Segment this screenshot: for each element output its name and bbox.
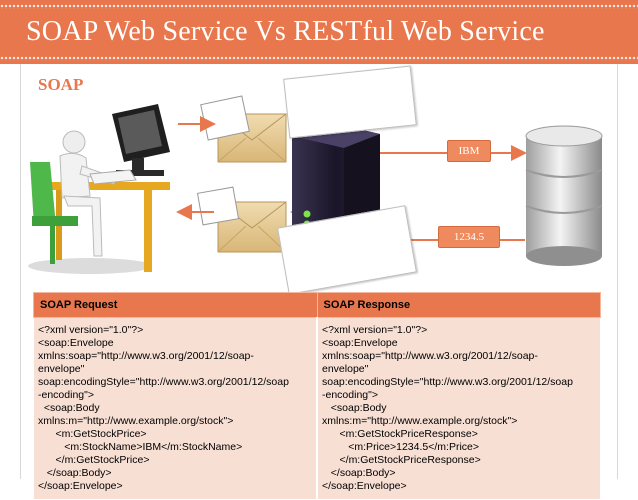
response-envelope-icon [196,186,287,253]
database-icon [525,125,603,266]
response-value-badge: 1234.5 [438,226,500,248]
response-xml-line: envelope" [322,363,369,375]
slide-frame [20,64,618,479]
title-band: SOAP Web Service Vs RESTful Web Service [0,0,638,64]
response-xml-line: <m:Price>1234.5</m:Price> [322,441,479,453]
response-xml-line: soap:encodingStyle="http://www.w3.org/20… [322,376,573,388]
response-column-header: SOAP Response [316,292,601,318]
response-xml-line: <?xml version="1.0"?> [322,324,428,336]
section-label: SOAP [38,75,84,94]
request-xml-line: </soap:Body> [38,467,112,479]
request-xml-line: </m:GetStockPrice> [38,454,150,466]
response-xml-line: xmlns:soap="http://www.w3.org/2001/12/so… [322,350,538,362]
request-xml-line: xmlns:m="http://www.example.org/stock"> [38,415,234,427]
title-dotted-border-bottom [0,56,638,61]
request-xml-line: xmlns:soap="http://www.w3.org/2001/12/so… [38,350,254,362]
user-at-computer-icon [28,104,170,274]
slide-title: SOAP Web Service Vs RESTful Web Service [26,16,545,47]
request-xml-line: <m:StockName>IBM</m:StockName> [38,441,243,453]
request-xml-line: -encoding"> [38,389,94,401]
request-value-badge: IBM [447,140,491,162]
request-xml-line: <soap:Body [38,402,100,414]
request-xml-line: envelope" [38,363,85,375]
soap-illustration: IBM 1234.5 [20,65,618,295]
request-column-header: SOAP Request [33,292,318,318]
request-xml-line: <soap:Envelope [38,337,114,349]
response-xml-line: </m:GetStockPriceResponse> [322,454,481,466]
request-xml-line: </soap:Envelope> [38,480,123,492]
response-xml-line: -encoding"> [322,389,378,401]
request-xml-line: <m:GetStockPrice> [38,428,147,440]
response-xml-line: xmlns:m="http://www.example.org/stock"> [322,415,518,427]
request-xml-line: <?xml version="1.0"?> [38,324,144,336]
soap-comparison-table: SOAP Request SOAP Response <?xml version… [33,292,601,500]
request-envelope-icon [200,95,287,163]
table-header-row: SOAP Request SOAP Response [33,292,601,318]
response-xml-line: <m:GetStockPriceResponse> [322,428,478,440]
response-xml-line: </soap:Body> [322,467,396,479]
request-xml-line: soap:encodingStyle="http://www.w3.org/20… [38,376,289,388]
response-xml-line: <soap:Body [322,402,387,414]
response-xml-line: </soap:Envelope> [322,480,407,492]
response-xml-line: <soap:Envelope [322,337,398,349]
title-dotted-border-top [0,4,638,9]
